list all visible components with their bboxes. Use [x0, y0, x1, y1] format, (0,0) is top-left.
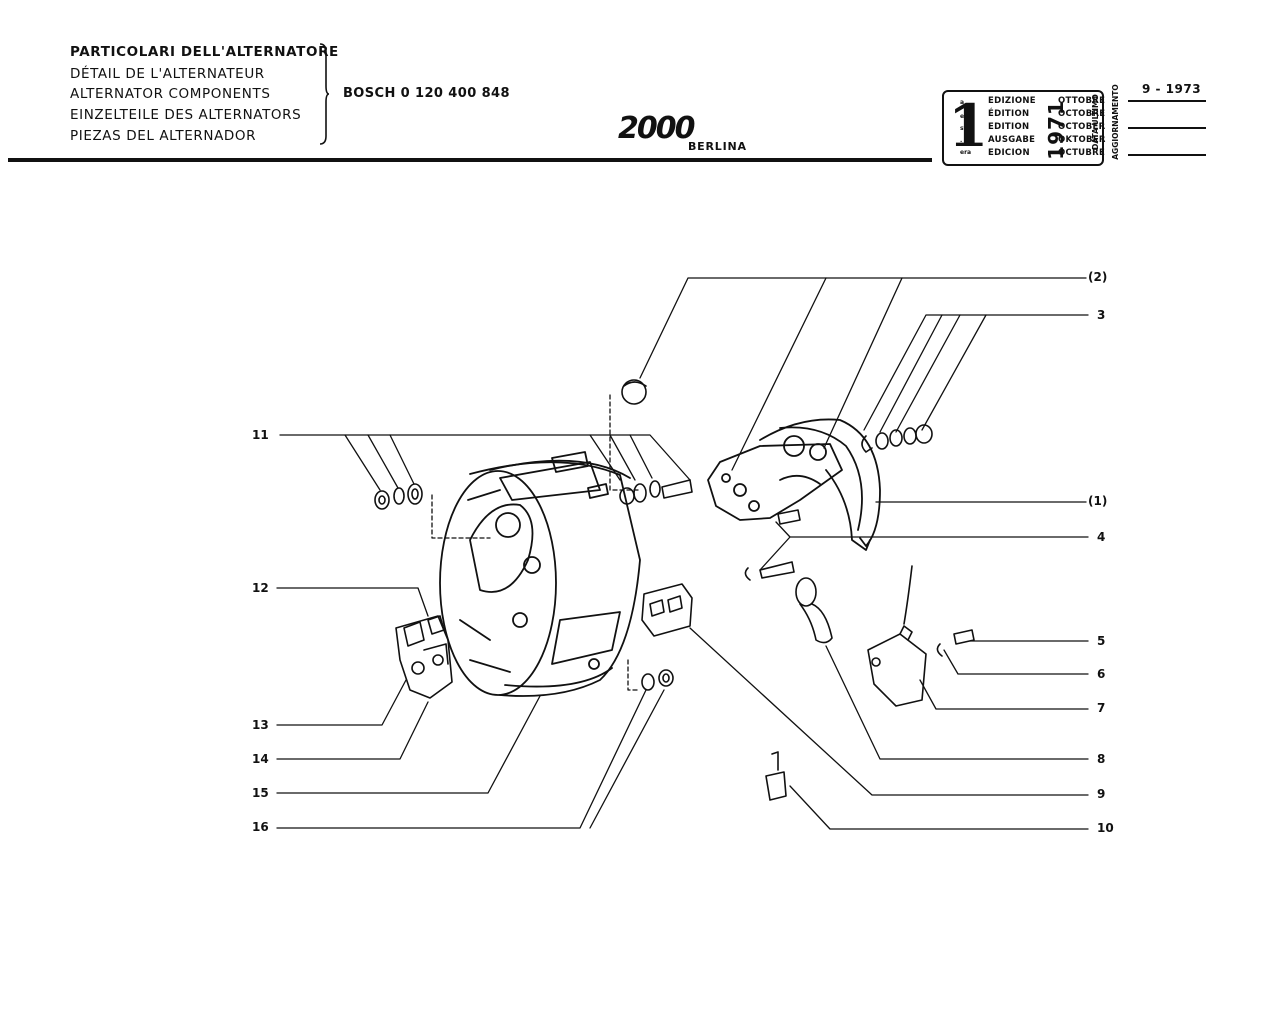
subtitle-berlina: BERLINA — [688, 140, 747, 153]
edition-sup-it: a — [960, 99, 965, 106]
callout-8: 8 — [1097, 752, 1106, 766]
boot-part-8 — [795, 577, 833, 644]
edition-sup-de: . — [960, 137, 963, 144]
callout-14: 14 — [252, 752, 269, 766]
callout-3: 3 — [1097, 308, 1106, 322]
edition-label-it: EDIZIONE — [988, 96, 1036, 106]
edition-label-es: EDICION — [988, 148, 1030, 158]
washers-part-11 — [374, 479, 693, 510]
header-rule — [8, 158, 932, 162]
terminal-part-10 — [765, 751, 787, 801]
edition-number: 1 — [948, 92, 989, 160]
update-line-2 — [1128, 127, 1206, 129]
connector-part-9 — [641, 583, 693, 637]
update-date: 9 - 1973 — [1142, 82, 1202, 96]
edition-month-it: OTTOBRE — [1058, 96, 1106, 106]
brush-holder-part-12 — [395, 615, 453, 699]
title-french: DÉTAIL DE L'ALTERNATEUR — [70, 66, 265, 82]
edition-sup-en: st — [960, 125, 967, 132]
edition-sup-es: era — [960, 149, 972, 156]
callout-6: 6 — [1097, 667, 1106, 681]
callout-1: (1) — [1088, 494, 1108, 508]
callout-9: 9 — [1097, 787, 1106, 801]
title-german: EINZELTEILE DES ALTERNATORS — [70, 107, 302, 123]
edition-sup-fr: ere — [960, 113, 972, 120]
screws-part-4 — [744, 509, 801, 581]
title-english: ALTERNATOR COMPONENTS — [70, 86, 271, 102]
edition-label-fr: ÉDITION — [988, 109, 1030, 119]
capacitor-part-7 — [867, 565, 927, 707]
callout-16: 16 — [252, 820, 269, 834]
edition-box — [942, 90, 1104, 166]
model-number: BOSCH 0 120 400 848 — [343, 86, 510, 101]
callout-15: 15 — [252, 786, 269, 800]
callout-2: (2) — [1088, 270, 1108, 284]
title-spanish: PIEZAS DEL ALTERNADOR — [70, 128, 257, 144]
washers-part-3 — [861, 424, 933, 453]
callout-10: 10 — [1097, 821, 1114, 835]
edition-label-en: EDITION — [988, 122, 1030, 132]
callout-11: 11 — [252, 428, 269, 442]
callout-5: 5 — [1097, 634, 1106, 648]
title-italian: PARTICOLARI DELL'ALTERNATORE — [70, 44, 339, 60]
edition-label-de: AUSGABE — [988, 135, 1036, 145]
housing-part-15 — [439, 451, 641, 697]
edition-month-en: OCTOBER — [1058, 122, 1106, 132]
nut-part-16 — [641, 669, 674, 691]
edition-month-es: OCTUBRE — [1058, 148, 1106, 158]
leader-lines — [276, 277, 1089, 830]
callout-13: 13 — [252, 718, 269, 732]
edition-month-fr: OCTOBRE — [1058, 109, 1106, 119]
update-line-1 — [1128, 100, 1206, 102]
edition-month-de: OKTOBER — [1058, 135, 1106, 145]
title-brace — [319, 43, 330, 145]
screw-part-5 — [936, 629, 975, 657]
cap-part-2 — [621, 379, 647, 405]
callout-12: 12 — [252, 581, 269, 595]
end-shield-part-1 — [707, 418, 881, 551]
logo-2000: 2000 — [618, 111, 695, 146]
callout-7: 7 — [1097, 701, 1106, 715]
update-line-3 — [1128, 154, 1206, 156]
callout-4: 4 — [1097, 530, 1106, 544]
